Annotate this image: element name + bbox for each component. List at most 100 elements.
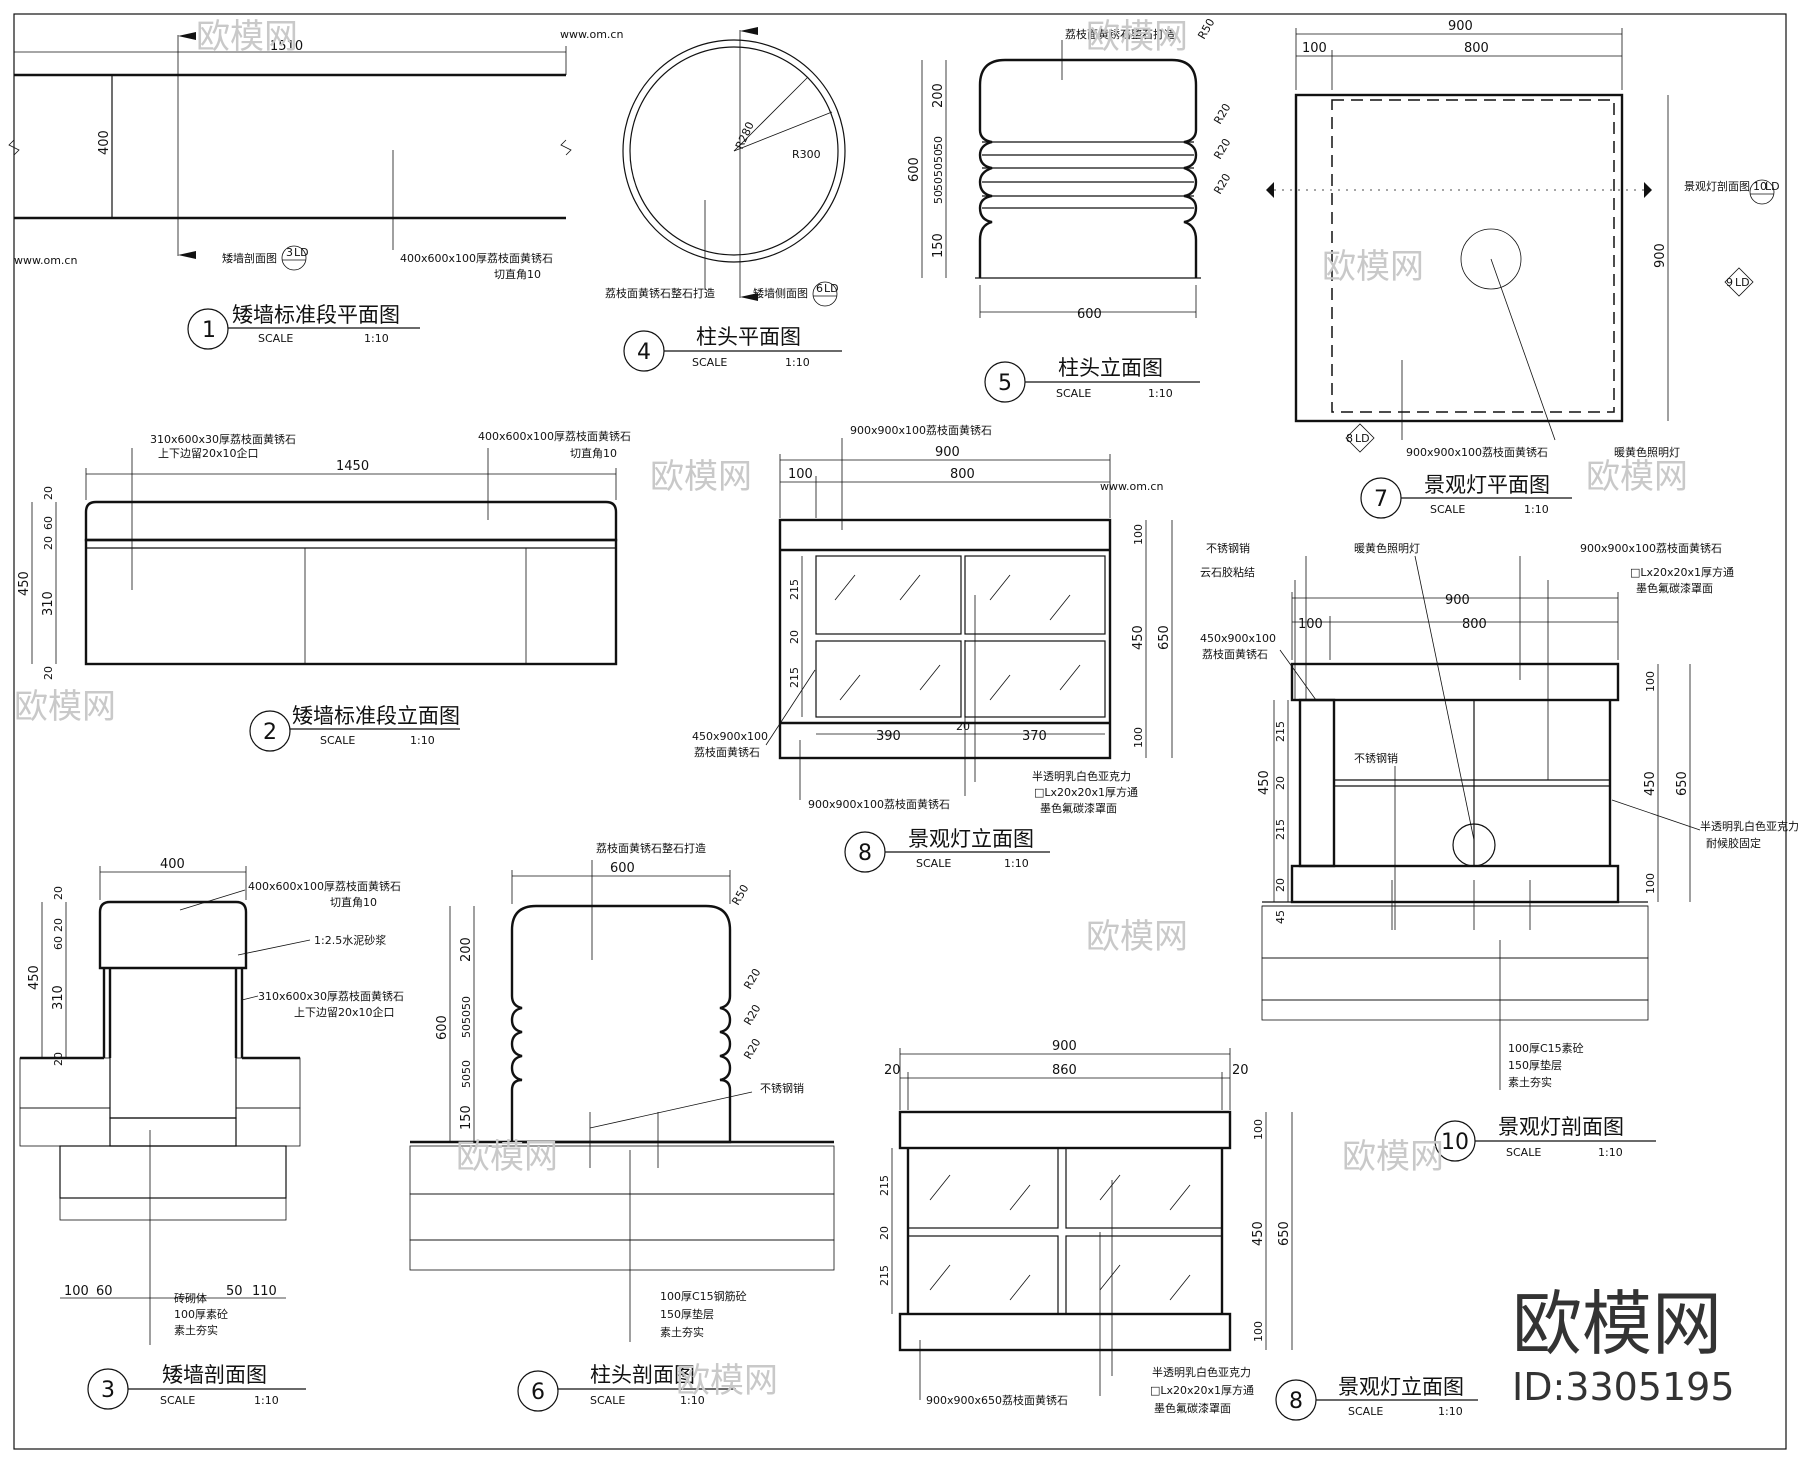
svg-text:□Lx20x20x1厚方通: □Lx20x20x1厚方通 — [1150, 1383, 1254, 1397]
svg-text:欧模网: 欧模网 — [1342, 1137, 1444, 1177]
svg-text:3: 3 — [101, 1378, 115, 1403]
svg-text:215: 215 — [878, 1175, 891, 1196]
svg-text:SCALE: SCALE — [590, 1394, 625, 1407]
svg-text:景观灯剖面图: 景观灯剖面图 — [1684, 179, 1750, 193]
svg-text:100: 100 — [788, 467, 813, 482]
svg-text:8: 8 — [858, 841, 872, 866]
svg-text:60: 60 — [52, 936, 65, 950]
svg-text:900x900x100荔枝面黄锈石: 900x900x100荔枝面黄锈石 — [1406, 445, 1548, 459]
svg-text:310x600x30厚荔枝面黄锈石: 310x600x30厚荔枝面黄锈石 — [150, 432, 296, 446]
svg-text:LD: LD — [824, 282, 839, 295]
svg-text:1450: 1450 — [336, 459, 369, 474]
svg-text:100: 100 — [1252, 1321, 1265, 1342]
svg-text:上下边留20x10企口: 上下边留20x10企口 — [158, 446, 259, 460]
svg-text:20: 20 — [878, 1226, 891, 1240]
title-circle-1 — [187, 308, 229, 350]
title-10: 景观灯剖面图 — [1498, 1115, 1624, 1139]
svg-text:1:10: 1:10 — [785, 356, 810, 369]
svg-text:860: 860 — [1052, 1063, 1077, 1078]
svg-text:云石胶粘结: 云石胶粘结 — [1200, 565, 1255, 579]
svg-text:900x900x100荔枝面黄锈石: 900x900x100荔枝面黄锈石 — [1580, 541, 1722, 555]
svg-text:600: 600 — [610, 861, 635, 876]
svg-text:450x900x100: 450x900x100 — [692, 730, 768, 743]
svg-text:20: 20 — [52, 1052, 65, 1066]
svg-text:50: 50 — [932, 190, 945, 204]
svg-text:20: 20 — [1274, 776, 1287, 790]
svg-text:SCALE: SCALE — [1430, 503, 1465, 516]
drawing-6-section: 600 荔枝面黄锈石整石打造 R50 R20 R20 R20 200 50 50… — [409, 841, 835, 1412]
svg-text:100: 100 — [1132, 727, 1145, 748]
svg-text:R20: R20 — [741, 966, 763, 991]
r300: R300 — [792, 148, 821, 161]
svg-text:LD: LD — [1765, 180, 1780, 193]
title-5: 柱头立面图 — [1058, 356, 1163, 380]
svg-text:50: 50 — [460, 1024, 473, 1038]
svg-text:□Lx20x20x1厚方通: □Lx20x20x1厚方通 — [1034, 785, 1138, 799]
svg-text:45: 45 — [1274, 910, 1287, 924]
svg-text:450: 450 — [1643, 771, 1658, 796]
svg-text:450x900x100: 450x900x100 — [1200, 632, 1276, 645]
svg-text:100厚素砼: 100厚素砼 — [174, 1308, 228, 1321]
svg-text:墨色氟碳漆罩面: 墨色氟碳漆罩面 — [1040, 801, 1117, 815]
svg-text:荔枝面黄锈石: 荔枝面黄锈石 — [694, 745, 760, 759]
note-chamfer: 切直角10 — [494, 267, 541, 281]
svg-text:100: 100 — [1298, 617, 1323, 632]
drawing-10-section: 不锈钢销 云石胶粘结 暖黄色照明灯 900x900x100荔枝面黄锈石 □Lx2… — [1200, 541, 1799, 1162]
svg-text:400x600x100厚荔枝面黄锈石: 400x600x100厚荔枝面黄锈石 — [478, 429, 631, 443]
svg-text:150: 150 — [931, 233, 946, 258]
svg-text:450: 450 — [1257, 770, 1272, 795]
svg-text:荔枝面黄锈石整石打造: 荔枝面黄锈石整石打造 — [596, 841, 706, 855]
svg-text:欧模网: 欧模网 — [1322, 247, 1424, 287]
title-6: 柱头剖面图 — [590, 1363, 695, 1387]
drawing-8a-elevation: 900 100 800 900x900x100荔枝面黄锈石 215 20 215… — [692, 423, 1173, 873]
svg-text:欧模网: 欧模网 — [14, 687, 116, 727]
svg-text:110: 110 — [252, 1284, 277, 1299]
note-stone: 400x600x100厚荔枝面黄锈石 — [400, 251, 553, 265]
drawing-8b-elevation: 900 20 860 20 215 20 215 100 450 650 100… — [878, 1039, 1478, 1421]
svg-text:100厚C15素砼: 100厚C15素砼 — [1508, 1042, 1584, 1055]
note-4: 荔枝面黄锈石整石打造 — [605, 286, 715, 300]
svg-text:不锈钢销: 不锈钢销 — [760, 1081, 804, 1095]
svg-text:LD: LD — [1735, 276, 1750, 289]
svg-text:暖黄色照明灯: 暖黄色照明灯 — [1354, 541, 1420, 555]
svg-text:素土夯实: 素土夯实 — [1508, 1075, 1552, 1089]
svg-text:50: 50 — [932, 149, 945, 163]
svg-text:SCALE: SCALE — [160, 1394, 195, 1407]
svg-text:10: 10 — [1441, 1130, 1469, 1155]
svg-text:1:10: 1:10 — [680, 1394, 705, 1407]
svg-text:□Lx20x20x1厚方通: □Lx20x20x1厚方通 — [1630, 565, 1734, 579]
title-4: 柱头平面图 — [696, 325, 801, 349]
svg-text:450: 450 — [17, 571, 32, 596]
svg-text:1:10: 1:10 — [254, 1394, 279, 1407]
svg-text:650: 650 — [1277, 1221, 1292, 1246]
svg-text:390: 390 — [876, 729, 901, 744]
watermark-brand: 欧模网 — [196, 17, 298, 57]
svg-text:100: 100 — [1302, 41, 1327, 56]
svg-text:310: 310 — [41, 591, 56, 616]
svg-text:215: 215 — [1274, 819, 1287, 840]
title-7: 景观灯平面图 — [1424, 473, 1550, 497]
svg-text:1:10: 1:10 — [1148, 387, 1173, 400]
svg-text:50: 50 — [460, 996, 473, 1010]
svg-text:400: 400 — [160, 857, 185, 872]
svg-text:LD: LD — [294, 246, 309, 259]
svg-text:耐候胶固定: 耐候胶固定 — [1706, 836, 1761, 850]
drawing-5-elevation: 荔枝面黄锈石整石打造 R50 R20 R20 R20 200 50 50 50 … — [907, 16, 1233, 403]
svg-text:20: 20 — [884, 1063, 901, 1078]
svg-text:SCALE: SCALE — [1348, 1405, 1383, 1418]
svg-text:900: 900 — [1052, 1039, 1077, 1054]
svg-text:8: 8 — [1289, 1389, 1303, 1414]
svg-text:墨色氟碳漆罩面: 墨色氟碳漆罩面 — [1636, 581, 1713, 595]
svg-text:100: 100 — [1644, 873, 1657, 894]
svg-text:4: 4 — [637, 340, 651, 365]
title-num-1: 1 — [202, 318, 216, 343]
svg-text:9: 9 — [1726, 276, 1733, 289]
svg-text:不锈钢销: 不锈钢销 — [1354, 751, 1398, 765]
svg-text:切直角10: 切直角10 — [570, 446, 617, 460]
svg-text:2: 2 — [263, 720, 277, 745]
svg-text:50: 50 — [460, 1010, 473, 1024]
svg-text:欧模网: 欧模网 — [1086, 917, 1188, 957]
svg-text:LD: LD — [1355, 432, 1370, 445]
svg-text:www.om.cn: www.om.cn — [14, 254, 77, 267]
